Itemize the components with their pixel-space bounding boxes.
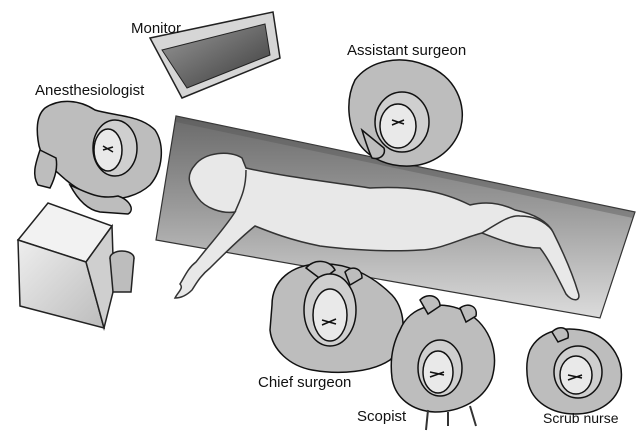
scopist-label: Scopist — [357, 408, 406, 425]
scopist-figure — [391, 296, 494, 430]
scrub-nurse-figure — [527, 328, 622, 414]
assistant-surgeon-label: Assistant surgeon — [347, 42, 466, 59]
anesthesiologist-label: Anesthesiologist — [35, 82, 144, 99]
anesthesiologist-figure — [35, 101, 162, 214]
monitor-label: Monitor — [131, 20, 181, 37]
scrub-nurse-label: Scrub nurse — [543, 410, 618, 426]
assistant-surgeon-figure — [349, 60, 462, 166]
chief-surgeon-label: Chief surgeon — [258, 374, 351, 391]
anesthesia-cart — [18, 203, 134, 328]
